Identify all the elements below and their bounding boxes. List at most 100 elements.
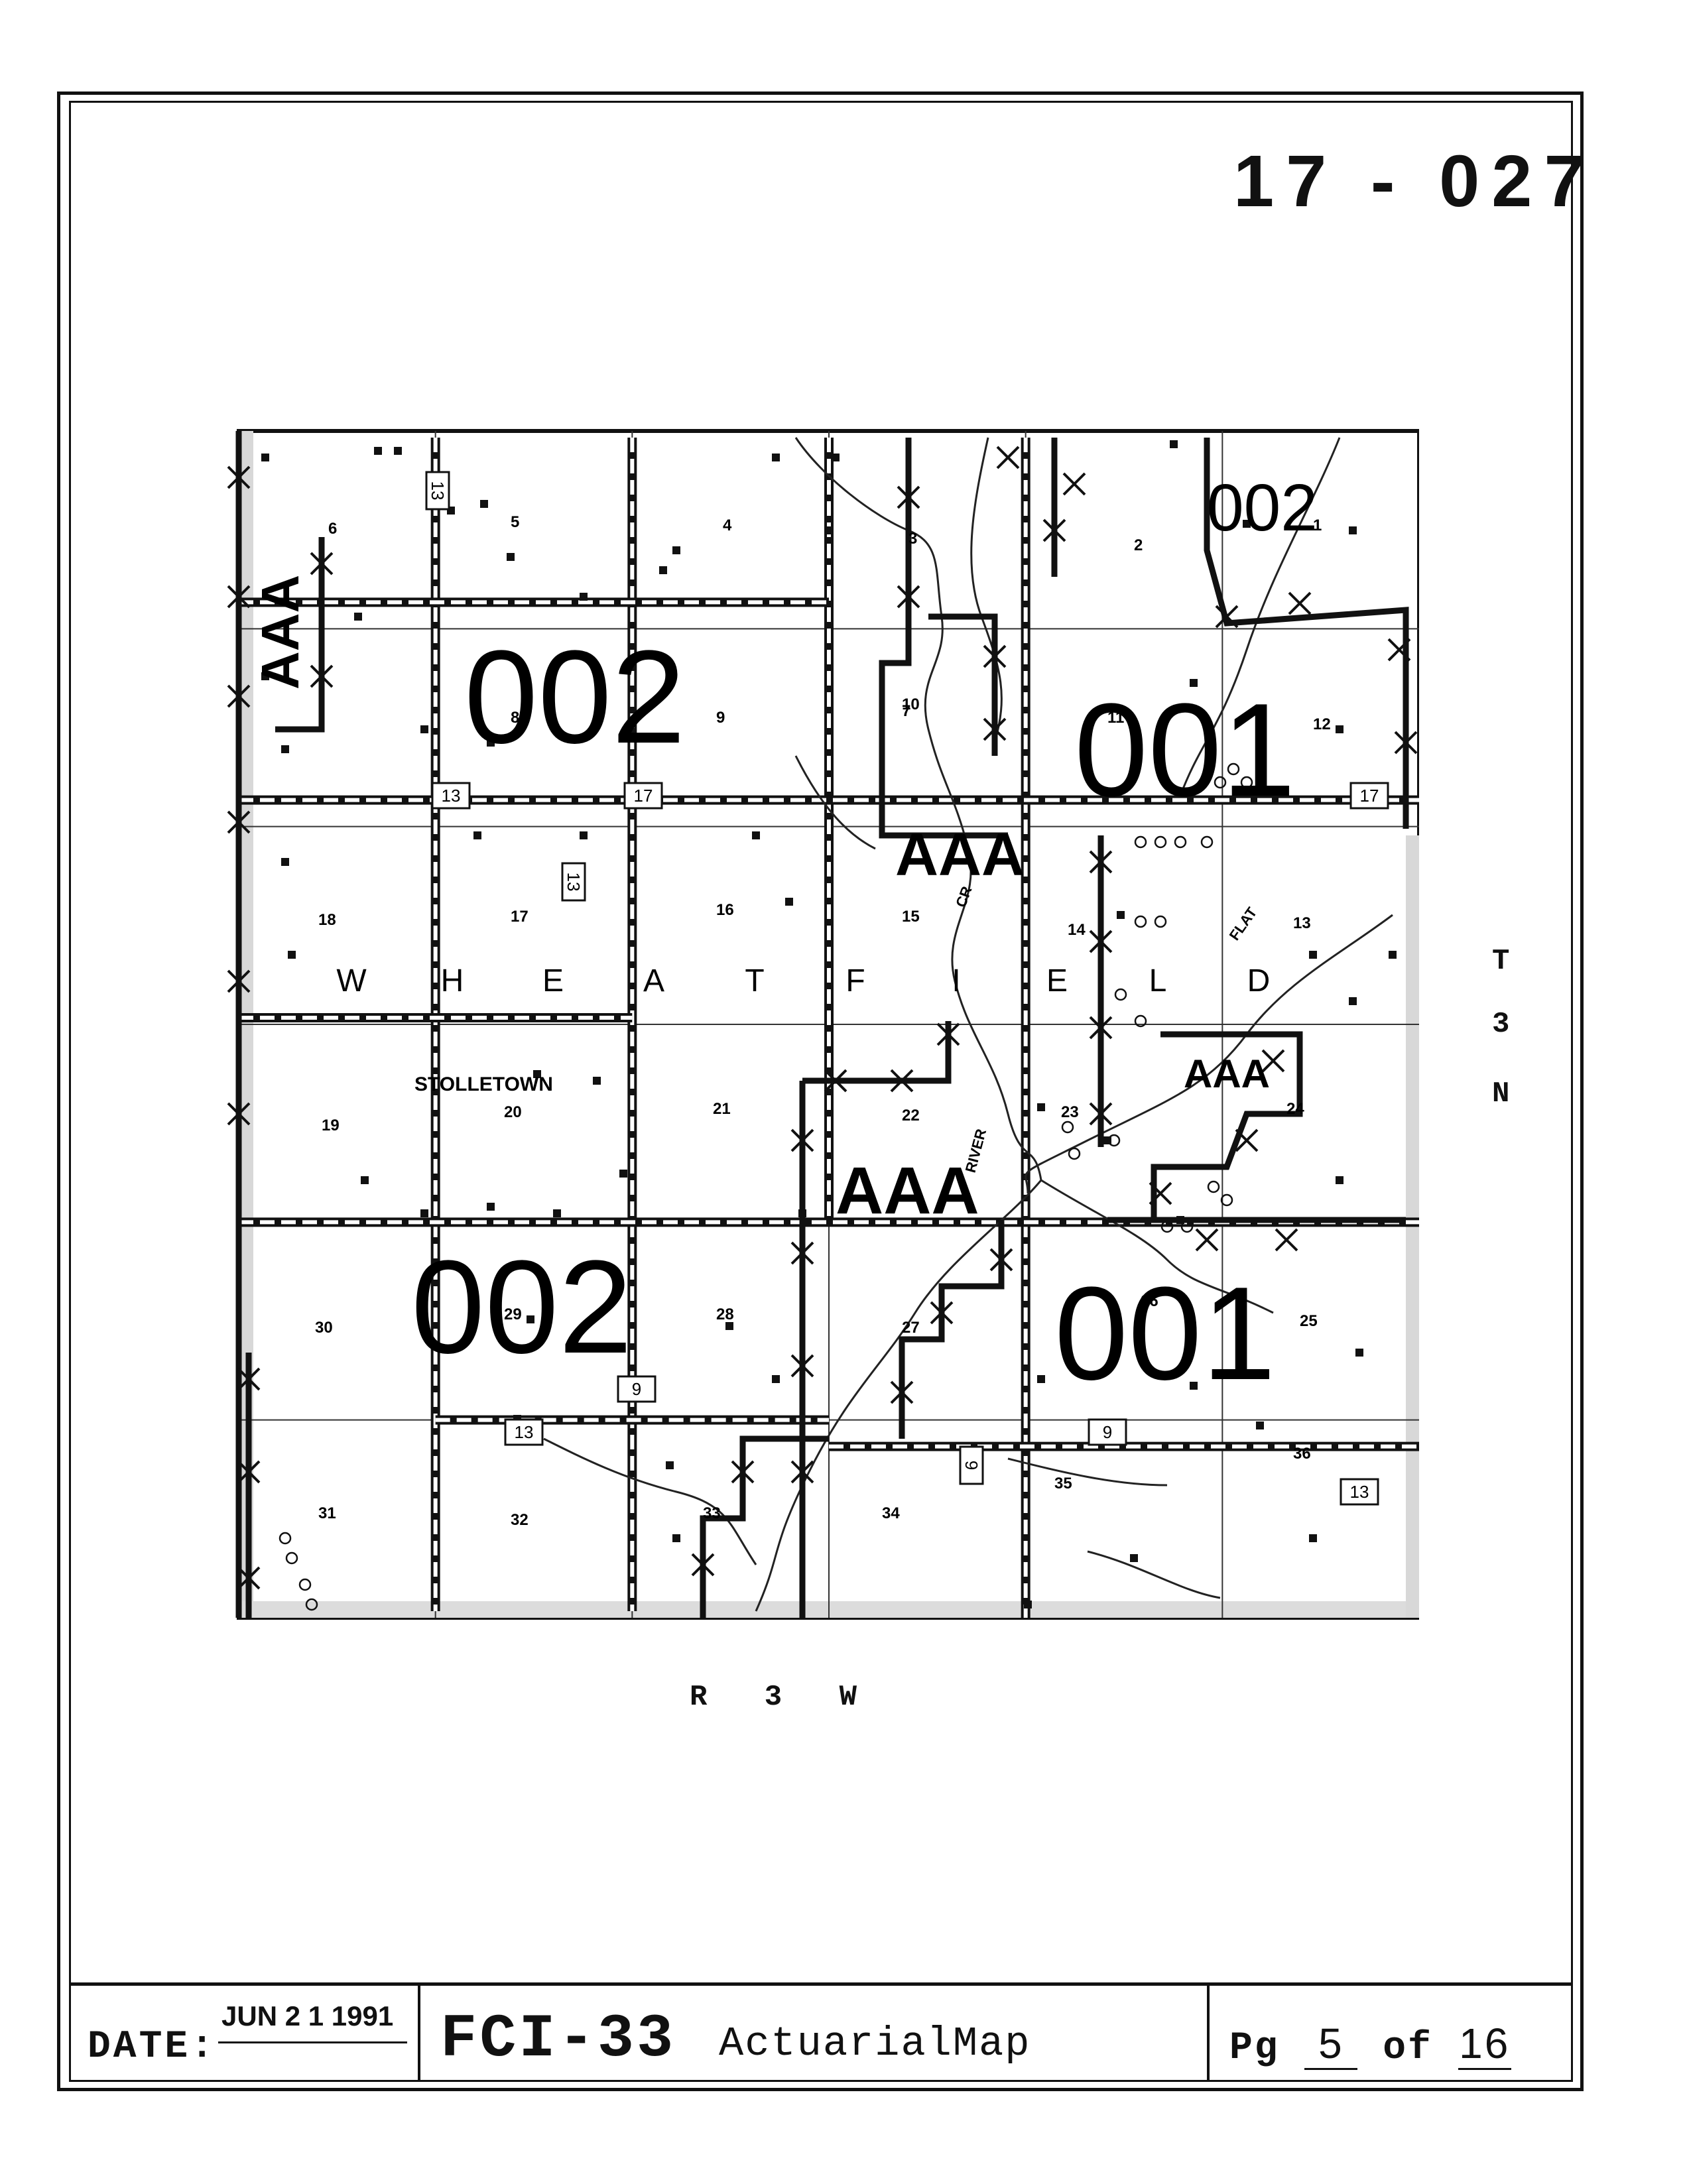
zone-tick (890, 1069, 914, 1093)
building-marker (1355, 1349, 1363, 1357)
township-letter: W (336, 963, 367, 999)
building-marker (825, 526, 833, 534)
building-marker (281, 858, 289, 866)
zone-tick (1062, 472, 1086, 496)
inner-border (69, 101, 1573, 2082)
route-shield-number: 13 (442, 786, 461, 806)
route-shield-box (504, 1418, 544, 1446)
township-label-n: N (1492, 1077, 1510, 1111)
zone-tick (790, 1460, 814, 1484)
township-letter: D (1247, 963, 1271, 999)
zone-tick (227, 810, 251, 834)
zone-tick (897, 485, 920, 509)
zone-tick (930, 1301, 954, 1325)
zone-label-number: 001 (1054, 1260, 1276, 1408)
section-number: 29 (504, 1305, 522, 1323)
zone-tick (1089, 850, 1113, 874)
building-marker (619, 1170, 627, 1178)
zone-tick (237, 1566, 261, 1590)
zone-tick (1042, 518, 1066, 542)
section-number: 14 (1068, 921, 1086, 939)
zone-tick (996, 446, 1020, 469)
township-letter: A (643, 963, 664, 999)
zone-tick (936, 1022, 960, 1046)
zone-tick (227, 684, 251, 708)
well-marker (1174, 835, 1187, 849)
route-shield-box (1340, 1478, 1379, 1506)
building-marker (507, 553, 515, 561)
zone-tick (1215, 605, 1239, 629)
route-shield-box (561, 862, 586, 902)
section-number: 35 (1054, 1475, 1072, 1492)
zone-tick (1089, 1102, 1113, 1126)
building-marker (772, 1375, 780, 1383)
river (794, 437, 1042, 1181)
route-shield-number: 13 (515, 1422, 534, 1442)
page-of: of (1383, 2027, 1433, 2070)
zone-boundaries (227, 431, 1418, 1618)
building-marker (580, 831, 588, 839)
zone-tick (790, 1241, 814, 1265)
route-shield-number: 9 (962, 1461, 981, 1470)
building-marker (480, 500, 488, 508)
building-marker (672, 1534, 680, 1542)
section-number: 34 (882, 1504, 900, 1522)
zone-tick (897, 585, 920, 609)
section-number: 10 (902, 696, 920, 713)
page-indicator: Pg 5 of 16 (1229, 2019, 1511, 2070)
township-letter: E (1046, 963, 1068, 999)
river (794, 755, 876, 850)
zone-boundary (275, 537, 325, 733)
zone-tick (989, 1248, 1013, 1272)
township-letter: T (745, 963, 764, 999)
document-number: 17 - 027 (1233, 141, 1597, 222)
section-number: 31 (318, 1504, 336, 1522)
zone-label-number: 002 (464, 623, 686, 771)
building-marker (1024, 1601, 1032, 1608)
section-number: 19 (322, 1117, 340, 1134)
section-number: 25 (1300, 1312, 1318, 1330)
route-shield-number: 9 (632, 1379, 641, 1399)
section-number: 15 (902, 908, 920, 926)
zone-tick (227, 969, 251, 993)
section-number: 11 (1107, 709, 1124, 727)
zone-tick (310, 664, 334, 688)
river (1179, 437, 1341, 796)
zone-tick (1235, 1128, 1259, 1152)
building-marker (1243, 520, 1251, 528)
section-number: 32 (511, 1511, 529, 1529)
well-marker (1134, 915, 1147, 928)
zone-boundary (928, 613, 998, 756)
river-label-river: RIVER (962, 1127, 990, 1175)
section-number: 8 (511, 709, 519, 727)
zone-tick (227, 1102, 251, 1126)
township-letter: L (1149, 963, 1167, 999)
route-shield-box (617, 1375, 656, 1403)
zone-label-aaa: AAA (1184, 1052, 1270, 1096)
well-marker (1134, 1014, 1147, 1028)
section-number: 20 (504, 1103, 522, 1121)
route-shield-number: 17 (1360, 786, 1379, 806)
building-marker (1130, 1554, 1138, 1562)
building-marker (1309, 951, 1317, 959)
section-number: 24 (1286, 1100, 1304, 1118)
well-marker (305, 1598, 318, 1611)
route-shield-number: 17 (634, 786, 653, 806)
building-marker (1349, 526, 1357, 534)
building-marker (725, 1322, 733, 1330)
section-number: 12 (1313, 715, 1331, 733)
title-block: DATE: JUN 2 1 1991 FCI-33 ActuarialMap P… (69, 1982, 1573, 2082)
section-number: 23 (1061, 1103, 1079, 1121)
section-number: 9 (716, 709, 725, 727)
building-marker (553, 1209, 561, 1217)
township-letter: I (952, 963, 960, 999)
range-label: R 3 W (690, 1681, 857, 1714)
section-number: 2 (1134, 536, 1143, 554)
form-code: FCI-33 (440, 2004, 676, 2074)
route-shield-box (425, 471, 450, 511)
building-marker (1336, 725, 1343, 733)
well-marker (1114, 988, 1127, 1001)
